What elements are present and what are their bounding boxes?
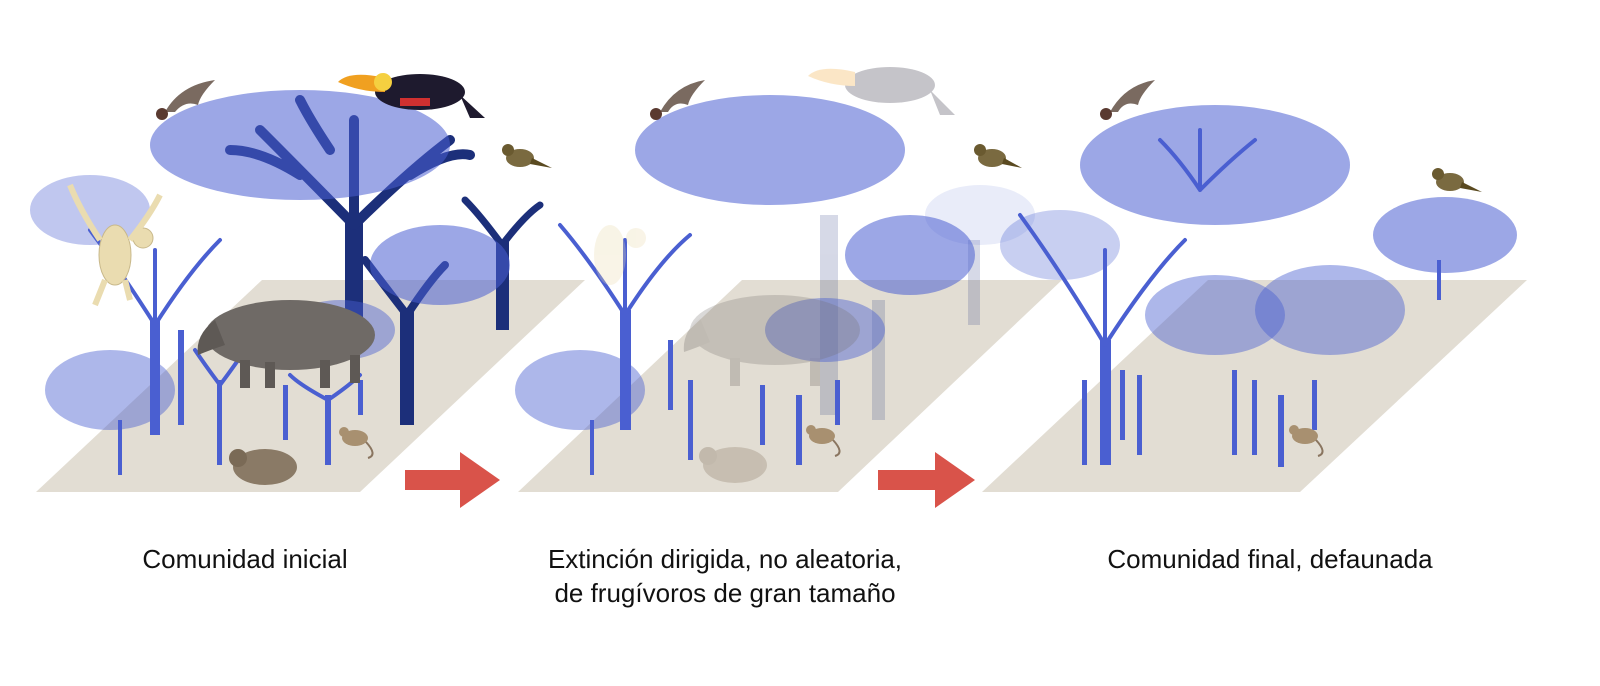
canopy <box>1255 265 1405 355</box>
tapir-icon <box>683 295 860 386</box>
caption-final-community: Comunidad final, defaunada <box>1107 544 1433 574</box>
canopy <box>845 215 975 295</box>
toucan-icon <box>808 67 955 115</box>
thrush-icon <box>974 144 1022 168</box>
ground-plot <box>36 280 585 492</box>
arrow-icon <box>878 452 975 508</box>
bat-icon <box>650 80 705 120</box>
panel-extinction <box>515 67 1062 492</box>
canopy <box>370 225 510 305</box>
panel-initial <box>30 73 585 492</box>
blue-trunks <box>118 320 363 475</box>
canopy <box>1080 105 1350 225</box>
canopy <box>150 90 450 200</box>
canopy <box>1145 275 1285 355</box>
canopy <box>925 185 1035 245</box>
ground-plot <box>518 280 1062 492</box>
monkey-icon <box>67 183 163 307</box>
bat-icon <box>156 80 215 120</box>
opossum-icon <box>1289 425 1324 457</box>
canopy <box>765 298 885 362</box>
blue-trunks <box>590 310 840 475</box>
blue-trunks <box>1082 260 1441 467</box>
caption-directed-extinction: Extinción dirigida, no aleatoria, de fru… <box>547 544 903 608</box>
canopy <box>515 350 645 430</box>
agouti-icon <box>699 447 767 483</box>
panel-final <box>982 80 1527 492</box>
canopy <box>1373 197 1517 273</box>
thrush-icon <box>502 144 552 168</box>
opossum-icon <box>339 427 374 459</box>
faded-tree <box>820 215 980 420</box>
monkey-icon <box>594 225 646 285</box>
tapir-icon <box>197 300 375 388</box>
canopy <box>635 95 905 205</box>
agouti-icon <box>229 449 297 485</box>
thrush-icon <box>1432 168 1482 192</box>
opossum-icon <box>806 425 841 457</box>
toucan-icon <box>338 73 485 118</box>
canopy <box>45 350 175 430</box>
arrow-icon <box>405 452 500 508</box>
bat-icon <box>1100 80 1155 120</box>
caption-initial-community: Comunidad inicial <box>142 544 348 574</box>
